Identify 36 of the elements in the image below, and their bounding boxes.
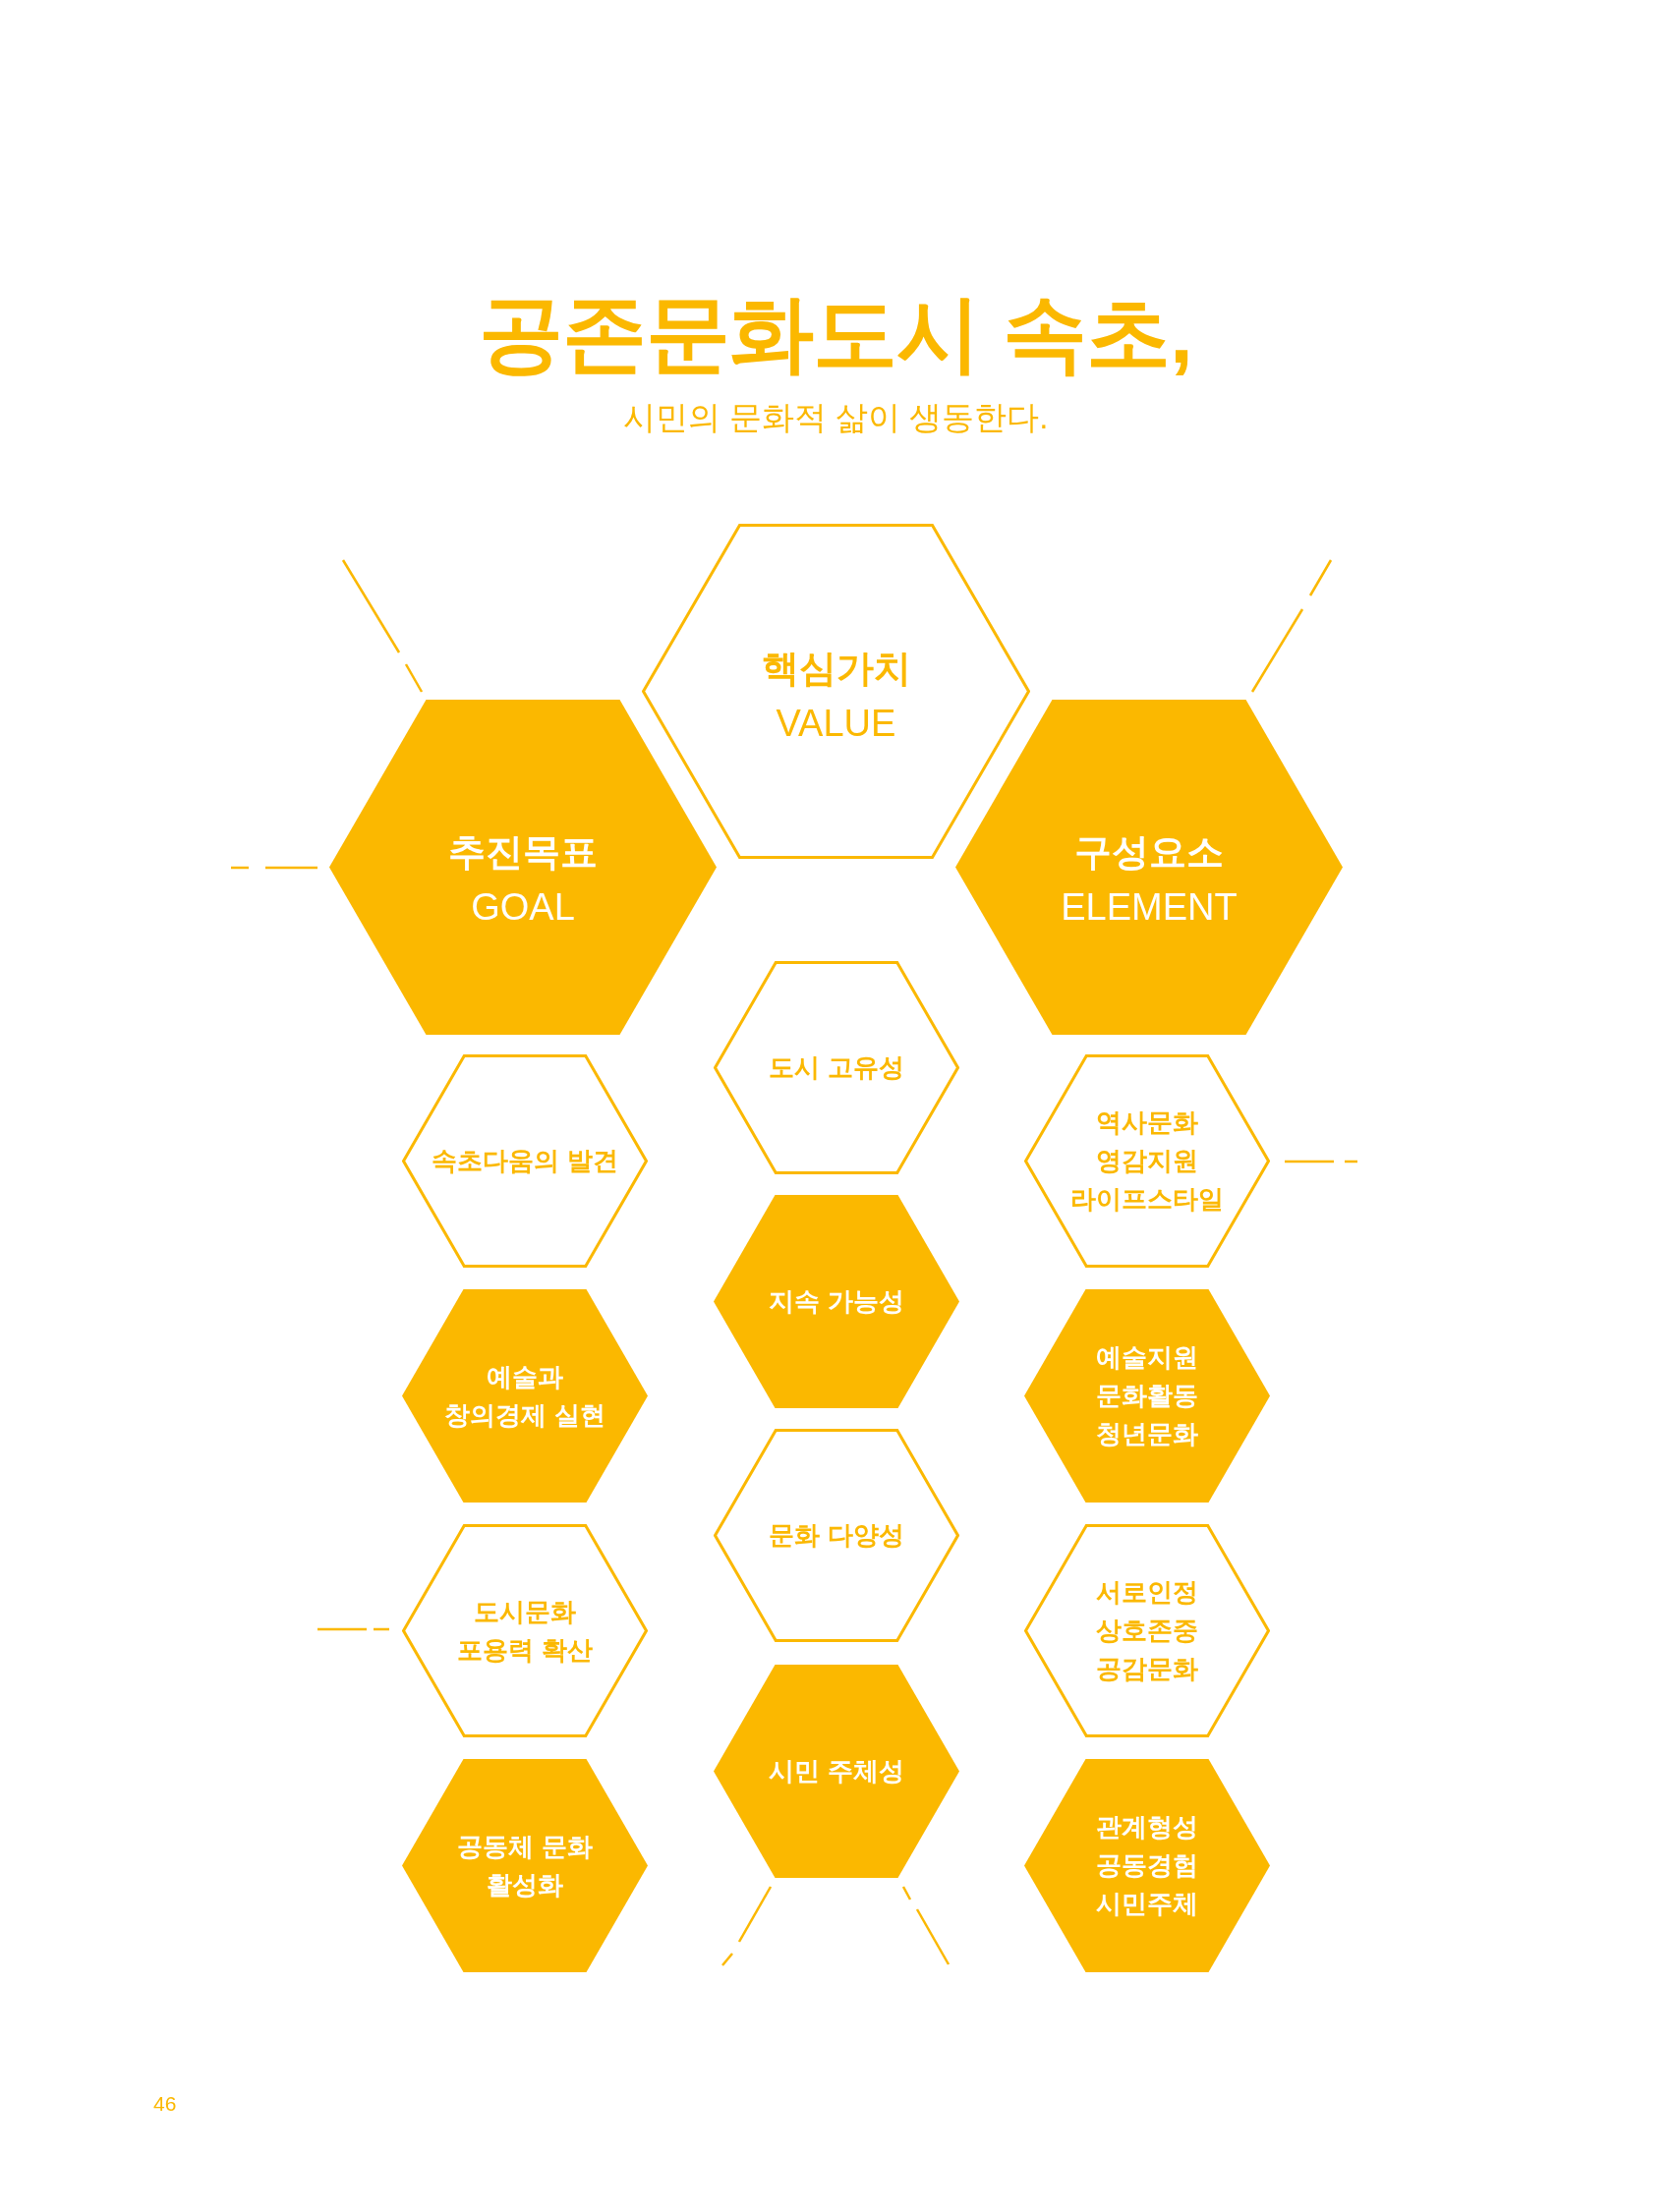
hexagon-label: 예술과 창의경제 실현 — [443, 1360, 606, 1432]
hexagon-subheading: GOAL — [471, 884, 575, 930]
hexagon-heading: 구성요소 — [1074, 829, 1224, 875]
hexagon-label: 속초다움의 발견 — [432, 1145, 618, 1177]
subtitle: 시민의 문화적 삶이 생동한다. — [622, 401, 1049, 433]
hexagon — [402, 1759, 648, 1972]
hexagon-label: 시민 주체성 — [769, 1755, 904, 1787]
hexagon-label: 공동체 문화 활성화 — [456, 1830, 594, 1901]
hexagon-label: 관계형성 공동경험 시민주체 — [1095, 1811, 1199, 1920]
hexagon — [714, 1429, 959, 1642]
hexagon-heading: 핵심가치 — [761, 646, 911, 691]
hexagon-label: 도시문화 포용력 확산 — [456, 1595, 594, 1667]
hexagon — [329, 700, 717, 1035]
hexagon — [402, 1289, 648, 1503]
hexagon-label: 문화 다양성 — [769, 1519, 904, 1552]
page-number: 46 — [153, 2093, 177, 2114]
hexagon-label: 예술지원 문화활동 청년문화 — [1095, 1341, 1199, 1450]
hexagon-subheading: ELEMENT — [1061, 884, 1238, 930]
hexagon — [402, 1524, 648, 1737]
hexagon — [402, 1054, 648, 1268]
hexagon — [1024, 1054, 1270, 1268]
hexagon — [714, 961, 959, 1174]
hexagon — [955, 700, 1343, 1035]
title: 공존문화도시 속초, — [479, 291, 1192, 375]
hexagon — [1024, 1759, 1270, 1972]
hexagon — [1024, 1289, 1270, 1503]
hexagon-heading: 추진목표 — [448, 829, 598, 875]
hexagon-label: 서로인정 상호존중 공감문화 — [1095, 1576, 1199, 1685]
hexagon-label: 역사문화 영감지원 라이프스타일 — [1069, 1106, 1225, 1216]
hexagon — [714, 1195, 959, 1408]
hexagon-label: 도시 고유성 — [769, 1051, 904, 1084]
hexagon — [714, 1665, 959, 1878]
hexagon-subheading: VALUE — [776, 701, 896, 746]
hexagon-label: 지속 가능성 — [769, 1285, 904, 1318]
hexagon — [642, 524, 1030, 859]
hexagon — [1024, 1524, 1270, 1737]
